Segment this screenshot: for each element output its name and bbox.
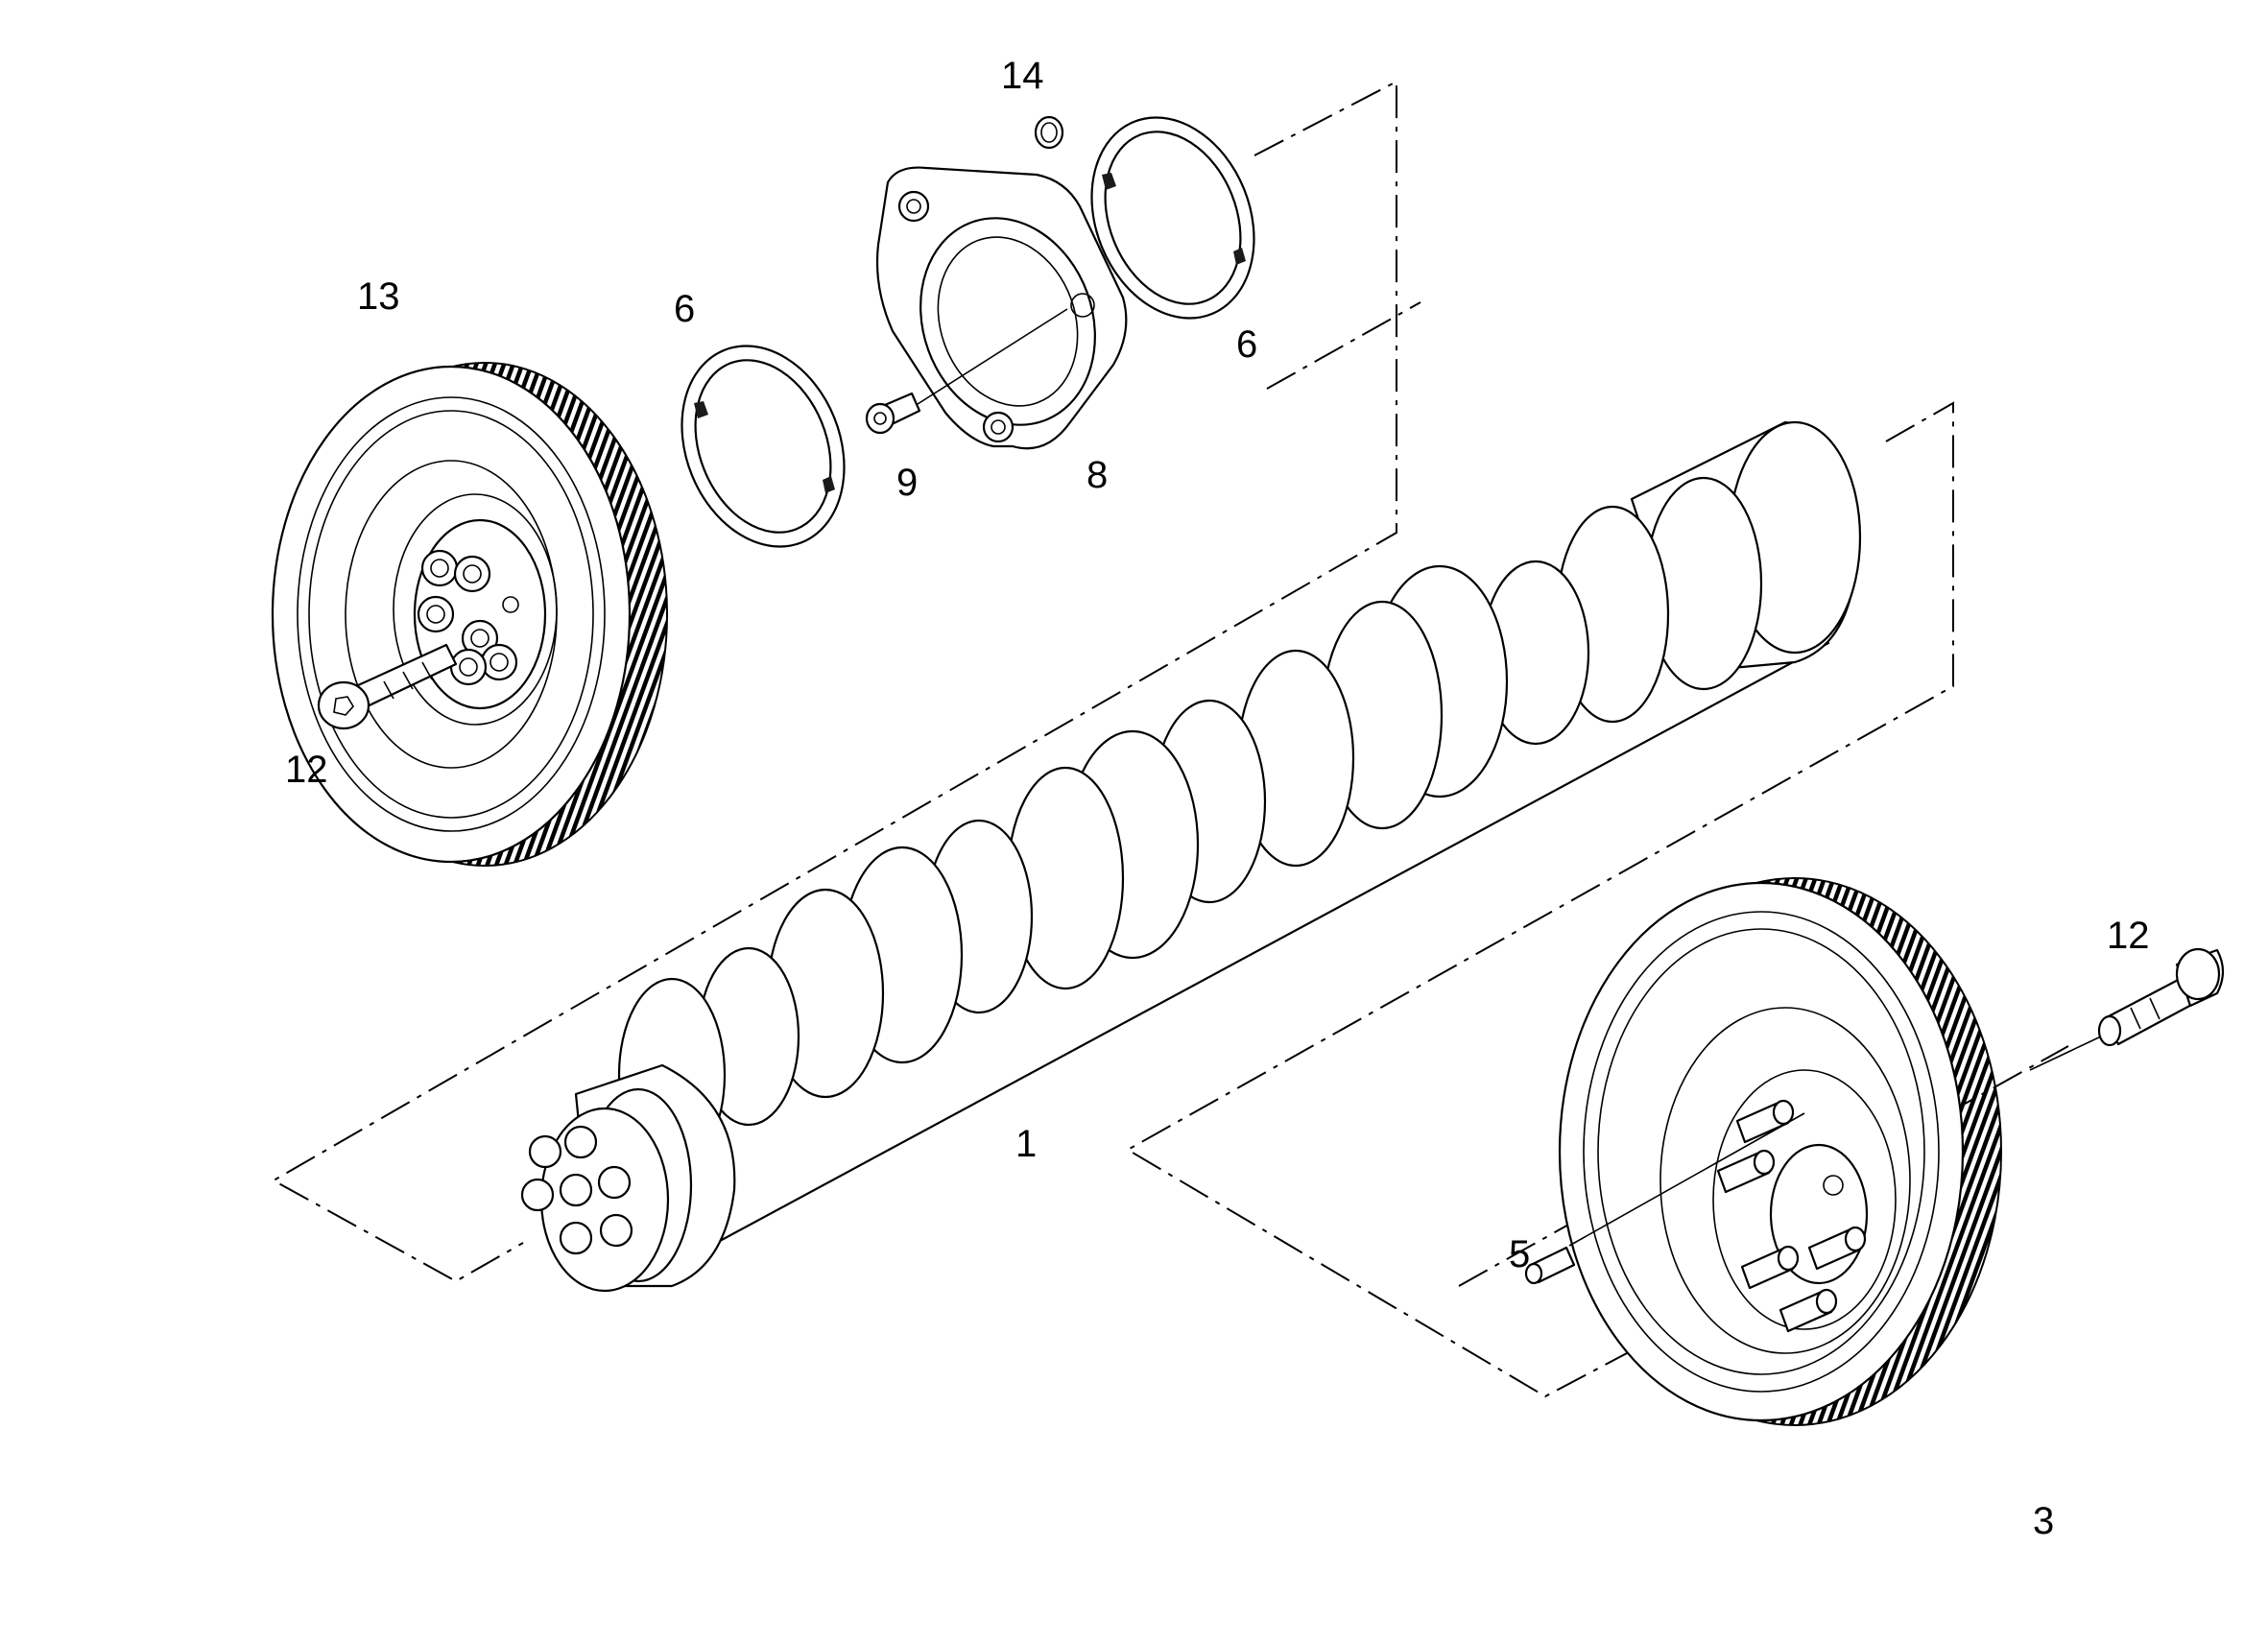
bolt-12-lower [2029,947,2225,1071]
callout-14: 14 [1001,55,1044,97]
callout-13: 13 [357,275,400,318]
gear-3-studs [1716,1099,1867,1333]
washer-6-right [1090,116,1255,320]
washer-6-left [680,345,846,548]
callout-6-left: 6 [674,288,695,330]
screw-9 [865,308,1068,435]
callout-9: 9 [896,462,918,504]
dowel-pin-5 [1524,1112,1805,1285]
thrust-plate-8 [875,166,1128,450]
callout-8: 8 [1086,454,1108,496]
gear-3 [1558,877,2002,1426]
camshaft-1 [520,420,1862,1293]
gear-13-bolt-circle [417,549,519,686]
callout-labels: 14 13 6 6 9 8 12 1 12 5 3 [285,55,2150,1542]
camshaft-nose-holes [520,1125,633,1255]
bolt-12-upper [317,643,458,730]
callout-1: 1 [1015,1123,1037,1165]
callout-6-right: 6 [1236,323,1257,366]
callout-5: 5 [1509,1233,1530,1275]
o-ring-14 [1034,115,1064,150]
callout-3: 3 [2033,1500,2054,1542]
callout-12-lower: 12 [2107,915,2150,957]
callout-12-upper: 12 [285,749,328,791]
gear-13 [271,362,668,867]
